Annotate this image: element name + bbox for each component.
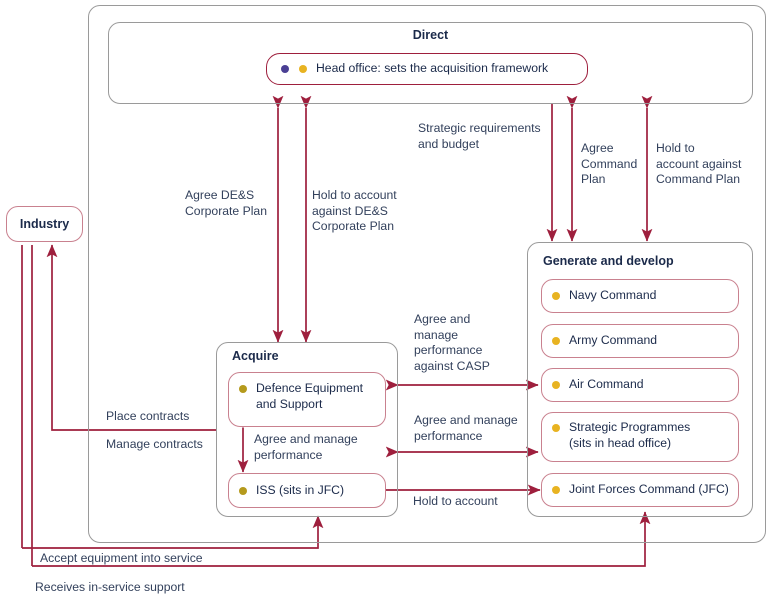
purple-dot-icon — [281, 65, 289, 73]
strategic-programmes-box[interactable]: Strategic Programmes (sits in head offic… — [541, 412, 739, 462]
army-command-box[interactable]: Army Command — [541, 324, 739, 358]
yellow-dot-icon — [552, 292, 560, 300]
navy-command-box[interactable]: Navy Command — [541, 279, 739, 313]
label-hold-to-account: Hold to account — [413, 494, 498, 508]
olive-dot-icon — [239, 385, 247, 393]
jfc-label: Joint Forces Command (JFC) — [569, 482, 729, 497]
generate-title: Generate and develop — [543, 254, 674, 268]
yellow-dot-icon — [552, 337, 560, 345]
strategic-programmes-label: Strategic Programmes (sits in head offic… — [569, 420, 690, 451]
wire-accept-equipment-into-service — [32, 511, 651, 567]
head-office-box[interactable]: Head office: sets the acquisition framew… — [266, 53, 588, 85]
yellow-dot-icon — [552, 424, 560, 432]
iss-box[interactable]: ISS (sits in JFC) — [228, 473, 386, 508]
yellow-dot-icon — [552, 486, 560, 494]
industry-label: Industry — [19, 217, 70, 231]
jfc-box[interactable]: Joint Forces Command (JFC) — [541, 473, 739, 507]
direct-title: Direct — [412, 28, 449, 42]
air-command-box[interactable]: Air Command — [541, 368, 739, 402]
label-accept-equipment-into-service: Accept equipment into service — [40, 551, 203, 565]
wire-receives-in-service-support — [22, 515, 324, 549]
direct-frame — [108, 22, 753, 104]
olive-dot-icon — [239, 486, 247, 495]
outer-mod-frame — [88, 5, 766, 543]
strategic-line-2: (sits in head office) — [569, 435, 672, 450]
generate-frame — [527, 242, 753, 517]
air-command-label: Air Command — [569, 377, 644, 392]
industry-box[interactable]: Industry — [6, 206, 83, 242]
strategic-line-1: Strategic Programmes — [569, 420, 691, 434]
army-command-label: Army Command — [569, 333, 658, 348]
label-manage-contracts: Manage contracts — [106, 437, 203, 451]
acquire-frame — [216, 342, 398, 517]
label-receives-in-service-support: Receives in-service support — [35, 580, 185, 594]
yellow-dot-icon — [299, 65, 307, 73]
wire-place-contracts — [46, 244, 217, 431]
acquire-title: Acquire — [232, 349, 279, 363]
yellow-dot-icon — [552, 381, 560, 389]
label-place-contracts: Place contracts — [106, 409, 190, 423]
navy-command-label: Navy Command — [569, 288, 657, 303]
head-office-label: Head office: sets the acquisition framew… — [316, 61, 549, 76]
iss-label: ISS (sits in JFC) — [256, 482, 345, 497]
